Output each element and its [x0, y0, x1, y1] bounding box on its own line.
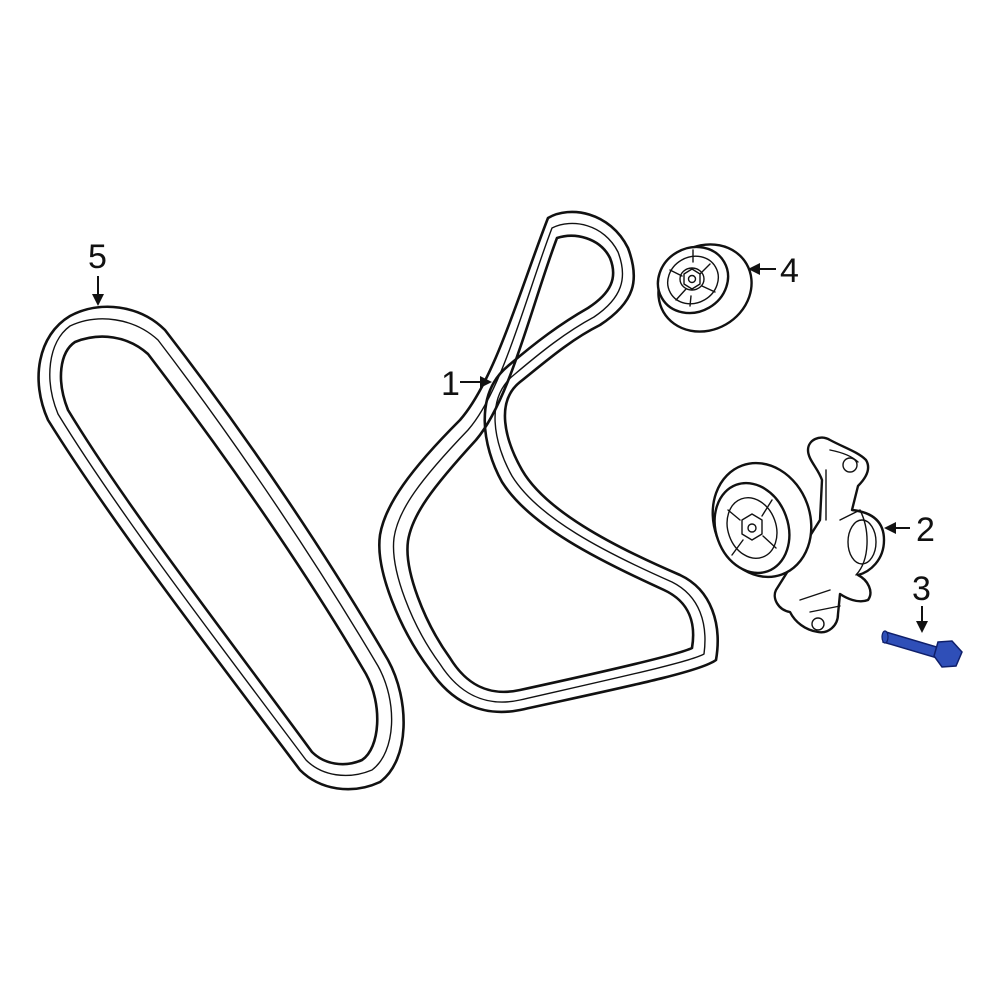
callout-arrow-5 [92, 294, 104, 306]
callout-label-1: 1 [441, 365, 460, 403]
callout-arrow-2 [884, 522, 896, 534]
part-1-belt[interactable] [378, 210, 719, 714]
part-2-tensioner[interactable] [697, 436, 886, 634]
callout-arrow-3 [916, 621, 928, 633]
callout-2: 2 [884, 511, 935, 549]
callout-arrow-1 [480, 376, 492, 388]
callout-5: 5 [88, 238, 107, 306]
callout-3: 3 [912, 570, 931, 633]
callout-label-3: 3 [912, 570, 931, 608]
callout-label-2: 2 [916, 511, 935, 549]
callout-1: 1 [441, 365, 492, 403]
part-4-idler-pulley[interactable] [642, 228, 767, 349]
part-5-belt[interactable] [37, 305, 405, 791]
callout-label-4: 4 [780, 252, 799, 290]
callout-label-5: 5 [88, 238, 107, 276]
part-3-bolt[interactable] [881, 630, 963, 668]
callout-4: 4 [748, 252, 799, 290]
callout-arrow-4 [748, 263, 760, 275]
